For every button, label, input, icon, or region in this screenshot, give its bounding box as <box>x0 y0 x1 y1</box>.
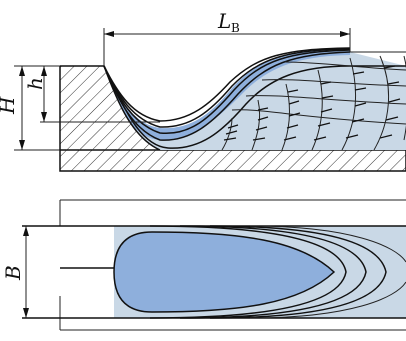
label-H: H <box>0 96 19 115</box>
grain-line-6 <box>373 55 389 151</box>
plan-contour-3 <box>209 225 387 319</box>
grain-ticks <box>223 65 401 141</box>
dimension-h: h <box>23 66 160 123</box>
base-plate <box>59 149 406 172</box>
transverse-line-4 <box>284 61 406 71</box>
dimension-H: H <box>0 65 60 151</box>
grain-line-1 <box>221 117 233 151</box>
section-view <box>59 47 406 172</box>
grain-line-3 <box>281 83 290 151</box>
transverse-line-3 <box>261 79 406 87</box>
grain-line-5 <box>341 57 357 151</box>
layer-line-6 <box>103 65 351 149</box>
layer-line-5 <box>103 47 351 122</box>
workpiece-hatched <box>60 66 160 150</box>
grain-line-2 <box>251 99 261 151</box>
transverse-line-1 <box>231 109 406 125</box>
label-h: h <box>23 77 47 90</box>
plan-contour-1 <box>149 225 347 319</box>
plan-contour-2 <box>179 225 367 319</box>
transverse-line-2 <box>245 95 406 105</box>
label-Lb: L <box>217 9 231 33</box>
plan-contour-5 <box>249 281 406 319</box>
grain-line-4 <box>311 69 323 151</box>
layer-line-3 <box>103 49 351 135</box>
plan-view <box>22 199 406 331</box>
plan-melt-pool <box>113 231 336 313</box>
layer-line-4 <box>103 48 351 128</box>
melt-pool <box>104 50 350 140</box>
dimension-B: B <box>1 226 29 318</box>
dimension-Lb: L B <box>103 9 351 66</box>
solidified-layers <box>104 51 406 151</box>
label-Lb-sub: B <box>231 21 240 35</box>
label-B: B <box>1 265 25 281</box>
plan-contour-4 <box>249 225 406 263</box>
